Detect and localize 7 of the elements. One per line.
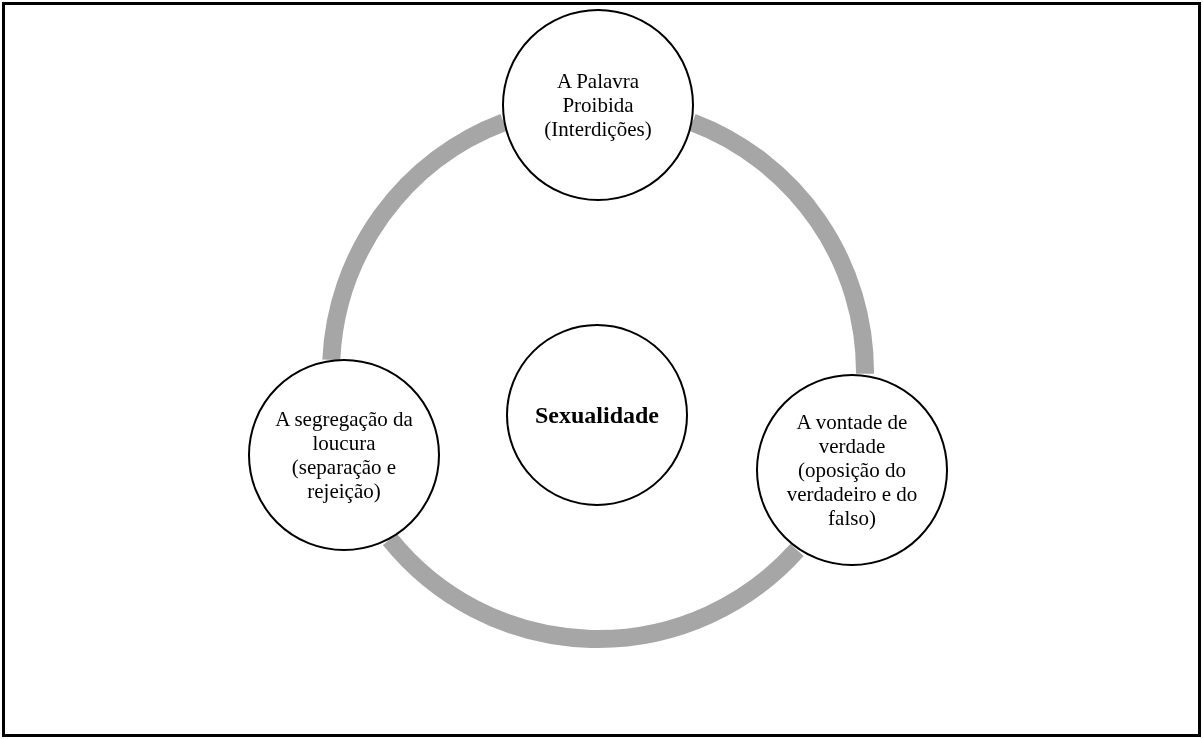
node-label: A vontade de verdade (oposição do verdadeiro e do falso) <box>785 410 919 530</box>
node-label: A segregação da loucura (separação e rejeição) <box>274 407 414 503</box>
ring-arc <box>383 533 804 648</box>
ring-arc <box>322 114 508 361</box>
node-label: Sexualidade <box>535 403 659 427</box>
node-label: A Palavra Proibida (Interdições) <box>543 69 653 141</box>
ring-arc <box>688 114 874 375</box>
